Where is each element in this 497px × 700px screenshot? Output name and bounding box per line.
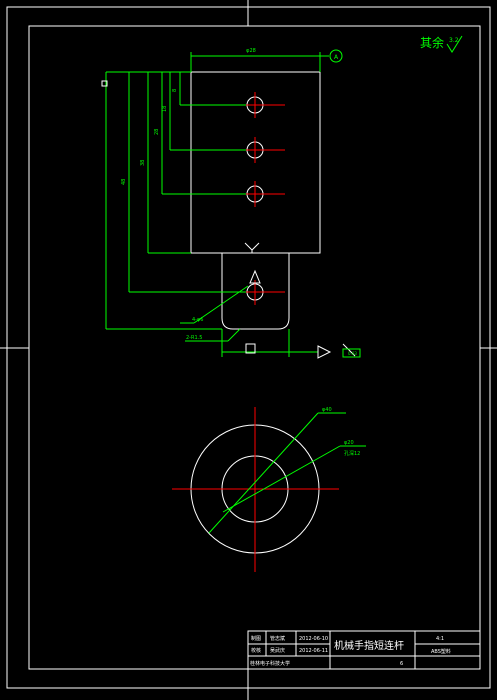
top-width-dimension — [190, 49, 343, 72]
top-width-label: φ28 — [246, 48, 256, 54]
outer-diameter-label: φ40 — [322, 407, 332, 413]
svg-text:ABS塑料: ABS塑料 — [431, 648, 451, 655]
svg-text:8: 8 — [172, 89, 178, 92]
svg-text:管志斌: 管志斌 — [270, 635, 285, 642]
surface-finish-note: 其余 3.2 — [420, 35, 463, 53]
svg-text:48: 48 — [121, 179, 127, 185]
svg-text:3.2: 3.2 — [449, 37, 459, 44]
svg-text:28: 28 — [154, 129, 160, 135]
hole-leader — [180, 285, 249, 342]
datum-label: A — [334, 54, 339, 61]
circular-view — [172, 407, 339, 572]
hole-depth-label: 孔深12 — [344, 450, 360, 457]
svg-text:2012-06-10: 2012-06-10 — [299, 636, 328, 642]
flatness-tolerance: 0.03 — [348, 351, 357, 356]
vertical-dimensions — [105, 71, 246, 330]
circle-leaders — [208, 412, 366, 534]
svg-text:校核: 校核 — [251, 647, 261, 654]
svg-text:18: 18 — [162, 106, 168, 112]
roughness-symbol-icon — [446, 35, 463, 53]
svg-text:4:1: 4:1 — [436, 636, 444, 642]
title-block — [247, 630, 481, 670]
svg-text:6: 6 — [400, 661, 403, 667]
bottom-dimension — [221, 329, 361, 359]
svg-text:38: 38 — [140, 160, 146, 166]
svg-text:制图: 制图 — [251, 635, 261, 642]
svg-text:2012-06-11: 2012-06-11 — [299, 648, 328, 654]
part-name: 机械手指短连杆 — [334, 639, 404, 652]
title-block-text: 制图 管志斌 2012-06-10 校核 吴武庆 2012-06-11 桂林电子… — [250, 635, 451, 667]
hole-spacing-label: 2-R1.5 — [186, 335, 202, 341]
inner-diameter-label: φ20 — [344, 440, 354, 446]
upper-body-outline — [190, 71, 321, 330]
svg-text:其余: 其余 — [420, 35, 444, 50]
svg-text:吴武庆: 吴武庆 — [270, 647, 285, 654]
vertical-dimension-labels: 8 18 28 38 48 — [121, 89, 178, 185]
hole-leader-label: 4-φ6 — [192, 317, 203, 323]
svg-text:桂林电子科技大学: 桂林电子科技大学 — [250, 660, 290, 667]
marker-square — [101, 80, 108, 87]
